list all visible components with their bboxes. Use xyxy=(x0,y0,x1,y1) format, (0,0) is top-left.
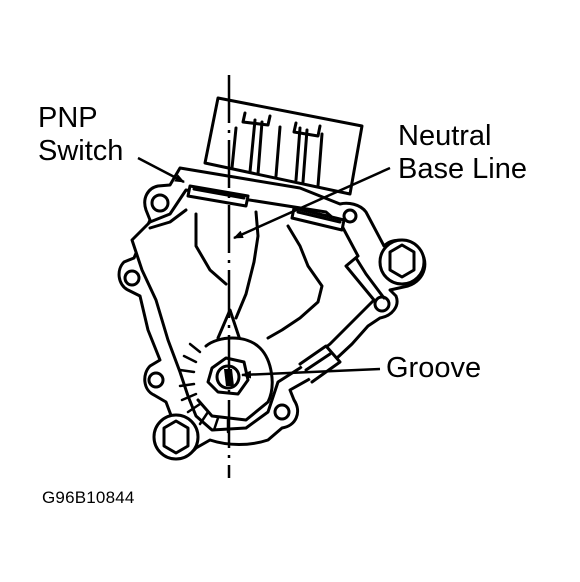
figure-code: G96B10844 xyxy=(42,488,135,507)
pnp-switch-leader-arrow xyxy=(137,156,185,184)
neutral-base-line-label-line2: Base Line xyxy=(398,153,527,185)
pnp-switch-label-line1: PNP xyxy=(38,102,98,134)
bolt-hole-left xyxy=(123,269,141,287)
hex-bolt-left xyxy=(152,413,200,461)
neutral-base-line-leader-arrow xyxy=(233,166,391,240)
bolt-hole-right xyxy=(373,295,391,313)
neutral-base-line-label: Neutral Base Line xyxy=(398,122,527,184)
neutral-base-line-label-line1: Neutral xyxy=(398,120,492,152)
bolt-hole-top-right xyxy=(342,208,358,224)
hex-bolt-right xyxy=(378,238,426,286)
bolt-hole-top-left xyxy=(150,193,170,213)
pnp-switch-label: PNP Switch xyxy=(38,104,123,166)
slot-left xyxy=(186,184,250,208)
groove-leader-arrow xyxy=(241,367,381,379)
slot-right xyxy=(290,206,346,232)
bolt-hole-bottom-right xyxy=(273,403,291,421)
pnp-switch-label-line2: Switch xyxy=(38,135,124,167)
bolt-hole-lower-left xyxy=(147,371,165,389)
inner-body xyxy=(130,188,386,432)
groove-label: Groove xyxy=(386,352,482,384)
connector-housing xyxy=(203,96,364,196)
